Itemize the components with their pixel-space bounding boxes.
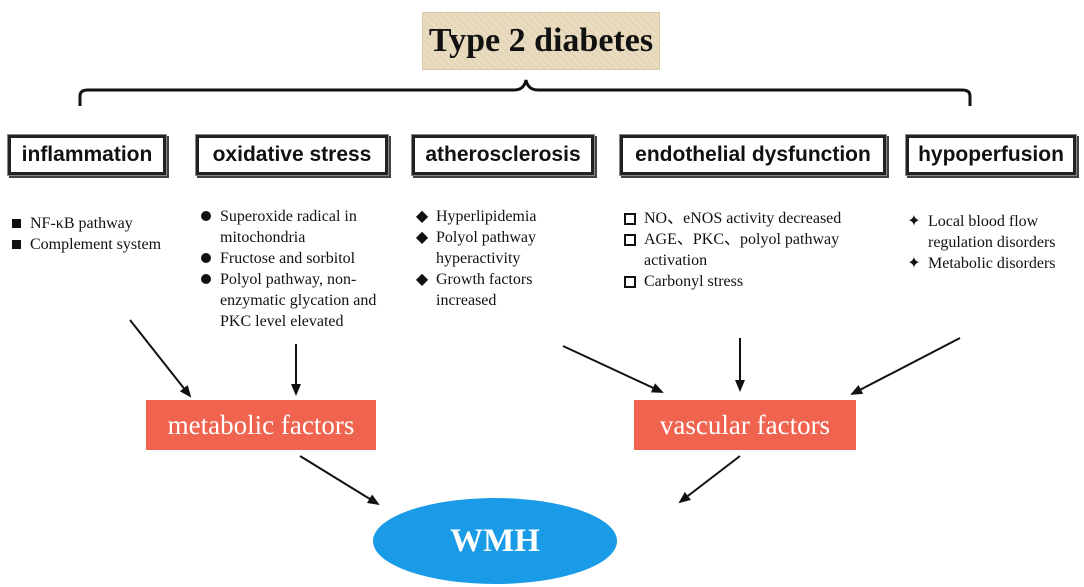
open-square-icon bbox=[620, 271, 640, 294]
vascular-factors-box: vascular factors bbox=[634, 400, 856, 450]
bullet-circle-icon bbox=[196, 248, 216, 269]
list-hypoperfusion: ✦Local blood flow regulation disorders ✦… bbox=[904, 211, 1082, 274]
title-brace bbox=[78, 79, 972, 106]
filled-square-icon bbox=[6, 234, 26, 255]
list-item: Complement system bbox=[6, 234, 186, 255]
diagram-title: Type 2 diabetes bbox=[428, 22, 654, 59]
category-inflammation: inflammation bbox=[8, 135, 166, 175]
star-icon: ✦ bbox=[907, 213, 921, 230]
filled-square-icon bbox=[6, 213, 26, 234]
list-item: NF-κB pathway bbox=[6, 213, 186, 234]
metabolic-factors-box: metabolic factors bbox=[146, 400, 376, 450]
list-oxidative-stress: Superoxide radical in mitochondria Fruct… bbox=[196, 206, 404, 332]
diamond-icon: ◆ bbox=[415, 229, 429, 246]
diamond-icon: ◆ bbox=[415, 271, 429, 288]
category-atherosclerosis: atherosclerosis bbox=[412, 135, 594, 175]
list-item: Fructose and sorbitol bbox=[196, 248, 404, 269]
list-item: ✦Local blood flow regulation disorders bbox=[904, 211, 1082, 253]
list-endothelial-dysfunction: NO、eNOS activity decreased AGE、PKC、polyo… bbox=[620, 208, 896, 292]
title-box: Type 2 diabetes bbox=[422, 12, 660, 70]
category-oxidative-stress: oxidative stress bbox=[196, 135, 388, 175]
category-hypoperfusion: hypoperfusion bbox=[906, 135, 1076, 175]
open-square-icon bbox=[620, 208, 640, 231]
arrow-hypoperfusion-to-vascular bbox=[850, 337, 961, 395]
bullet-circle-icon bbox=[196, 269, 216, 290]
list-item: ◆Hyperlipidemia bbox=[412, 206, 582, 227]
list-item: ◆Growth factors increased bbox=[412, 269, 582, 311]
arrow-metabolic-to-wmh bbox=[299, 455, 380, 506]
category-endothelial-dysfunction: endothelial dysfunction bbox=[620, 135, 886, 175]
list-item: ◆Polyol pathway hyperactivity bbox=[412, 227, 582, 269]
list-atherosclerosis: ◆Hyperlipidemia ◆Polyol pathway hyperact… bbox=[412, 206, 582, 311]
star-icon: ✦ bbox=[907, 255, 921, 272]
list-item: Polyol pathway, non-enzymatic glycation … bbox=[196, 269, 404, 332]
bullet-circle-icon bbox=[196, 206, 216, 227]
arrow-atherosclerosis-to-vascular bbox=[562, 345, 664, 393]
list-item: ✦Metabolic disorders bbox=[904, 253, 1082, 274]
list-item: Carbonyl stress bbox=[620, 271, 896, 292]
open-square-icon bbox=[620, 229, 640, 252]
wmh-ellipse: WMH bbox=[373, 498, 617, 584]
arrow-inflammation-to-metabolic bbox=[129, 319, 192, 398]
list-item: AGE、PKC、polyol pathway activation bbox=[620, 229, 896, 271]
list-inflammation: NF-κB pathway Complement system bbox=[6, 213, 186, 255]
list-item: NO、eNOS activity decreased bbox=[620, 208, 896, 229]
list-item: Superoxide radical in mitochondria bbox=[196, 206, 404, 248]
arrow-vascular-to-wmh bbox=[678, 455, 741, 504]
diamond-icon: ◆ bbox=[415, 208, 429, 225]
